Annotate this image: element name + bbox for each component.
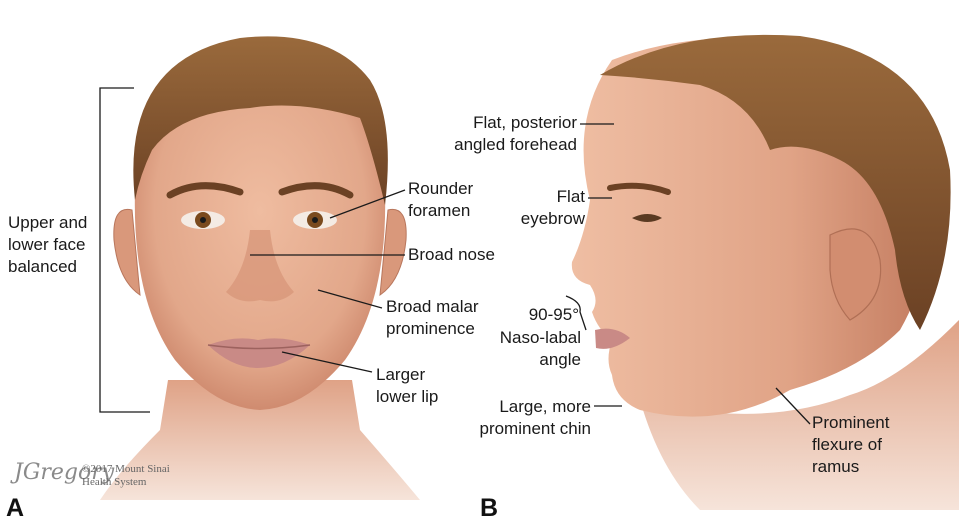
label-line: angle [500, 349, 581, 371]
label-line: flexure of [812, 434, 889, 456]
profile-face [572, 35, 959, 510]
label-angle-value: 90-95° [529, 304, 579, 326]
label-line: Prominent [812, 412, 889, 434]
label-ramus-flexure: Prominent flexure of ramus [812, 412, 889, 478]
label-line: angled forehead [454, 134, 577, 156]
panel-label-a: A [6, 494, 24, 523]
label-prominent-chin: Large, more prominent chin [479, 396, 591, 440]
label-nasolabial-angle: Naso-labal angle [500, 327, 581, 371]
label-line: prominent chin [479, 418, 591, 440]
label-line: Broad nose [408, 244, 495, 266]
label-line: ramus [812, 456, 889, 478]
label-line: Naso-labal [500, 327, 581, 349]
label-line: lower lip [376, 386, 438, 408]
label-line: prominence [386, 318, 479, 340]
label-face-balance: Upper and lower face balanced [8, 212, 87, 278]
label-line: Rounder [408, 178, 473, 200]
label-line: Larger [376, 364, 438, 386]
panel-label-b: B [480, 494, 498, 523]
label-line: Large, more [479, 396, 591, 418]
label-flat-forehead: Flat, posterior angled forehead [454, 112, 577, 156]
label-line: 90-95° [529, 304, 579, 326]
label-line: Flat, posterior [454, 112, 577, 134]
label-broad-nose: Broad nose [408, 244, 495, 266]
label-line: Upper and [8, 212, 87, 234]
label-line: Broad malar [386, 296, 479, 318]
label-larger-lower-lip: Larger lower lip [376, 364, 438, 408]
credit-line: Health System [82, 476, 170, 489]
label-line: balanced [8, 256, 87, 278]
credit-line: ©2017 Mount Sinai [82, 463, 170, 476]
label-line: lower face [8, 234, 87, 256]
label-rounder-foramen: Rounder foramen [408, 178, 473, 222]
front-pupil-right [312, 217, 318, 223]
label-broad-malar: Broad malar prominence [386, 296, 479, 340]
front-face [100, 36, 420, 500]
label-line: foramen [408, 200, 473, 222]
label-line: eyebrow [521, 208, 585, 230]
label-line: Flat [521, 186, 585, 208]
label-flat-eyebrow: Flat eyebrow [521, 186, 585, 230]
front-pupil-left [200, 217, 206, 223]
copyright-credit: ©2017 Mount Sinai Health System [82, 463, 170, 489]
